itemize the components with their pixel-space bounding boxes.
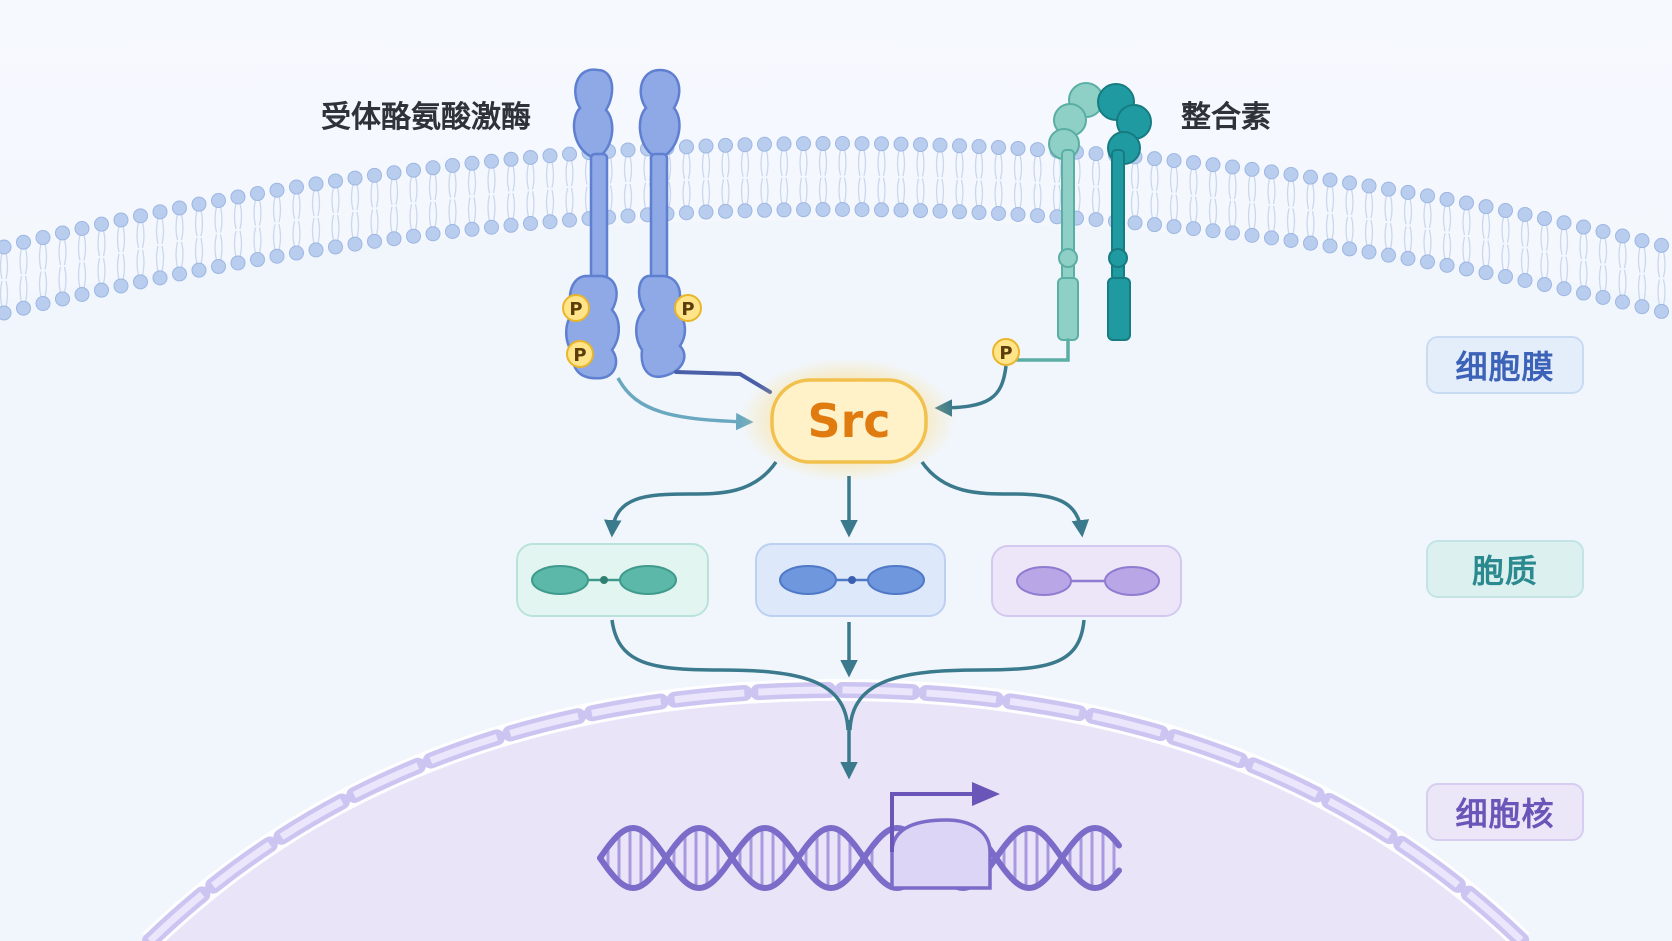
nucleus — [142, 678, 1530, 941]
region-tag-membrane: 细胞膜 — [1426, 336, 1584, 394]
phospho-badge: P — [674, 294, 702, 322]
phospho-badge: P — [562, 294, 590, 322]
promoter — [890, 782, 1000, 890]
src-to-effector-left-arrow — [604, 461, 778, 538]
svg-text:P: P — [681, 299, 694, 320]
src-node: Src — [740, 358, 956, 482]
integrin-label: 整合素 — [1181, 100, 1271, 135]
dna-helix — [597, 824, 1122, 892]
converge-right-path — [848, 619, 1086, 731]
converge-left-path — [610, 619, 850, 731]
phospho-badge: P — [992, 338, 1020, 366]
svg-text:P: P — [999, 343, 1012, 364]
effector-left — [516, 543, 709, 617]
phospho-badge: P — [566, 340, 594, 368]
effector-right — [991, 545, 1182, 617]
src-label: Src — [807, 394, 890, 448]
svg-text:P: P — [573, 345, 586, 366]
svg-text:P: P — [569, 299, 582, 320]
src-to-effector-right-arrow — [920, 461, 1090, 538]
rtk-label: 受体酪氨酸激酶 — [321, 100, 531, 135]
region-tag-nucleus: 细胞核 — [1426, 783, 1584, 841]
rtk-to-src-arrow — [616, 377, 754, 431]
effector-center — [755, 543, 946, 617]
cell-membrane — [0, 136, 1669, 321]
integrin — [1014, 82, 1152, 362]
region-tag-cytoplasm: 胞质 — [1426, 540, 1584, 598]
